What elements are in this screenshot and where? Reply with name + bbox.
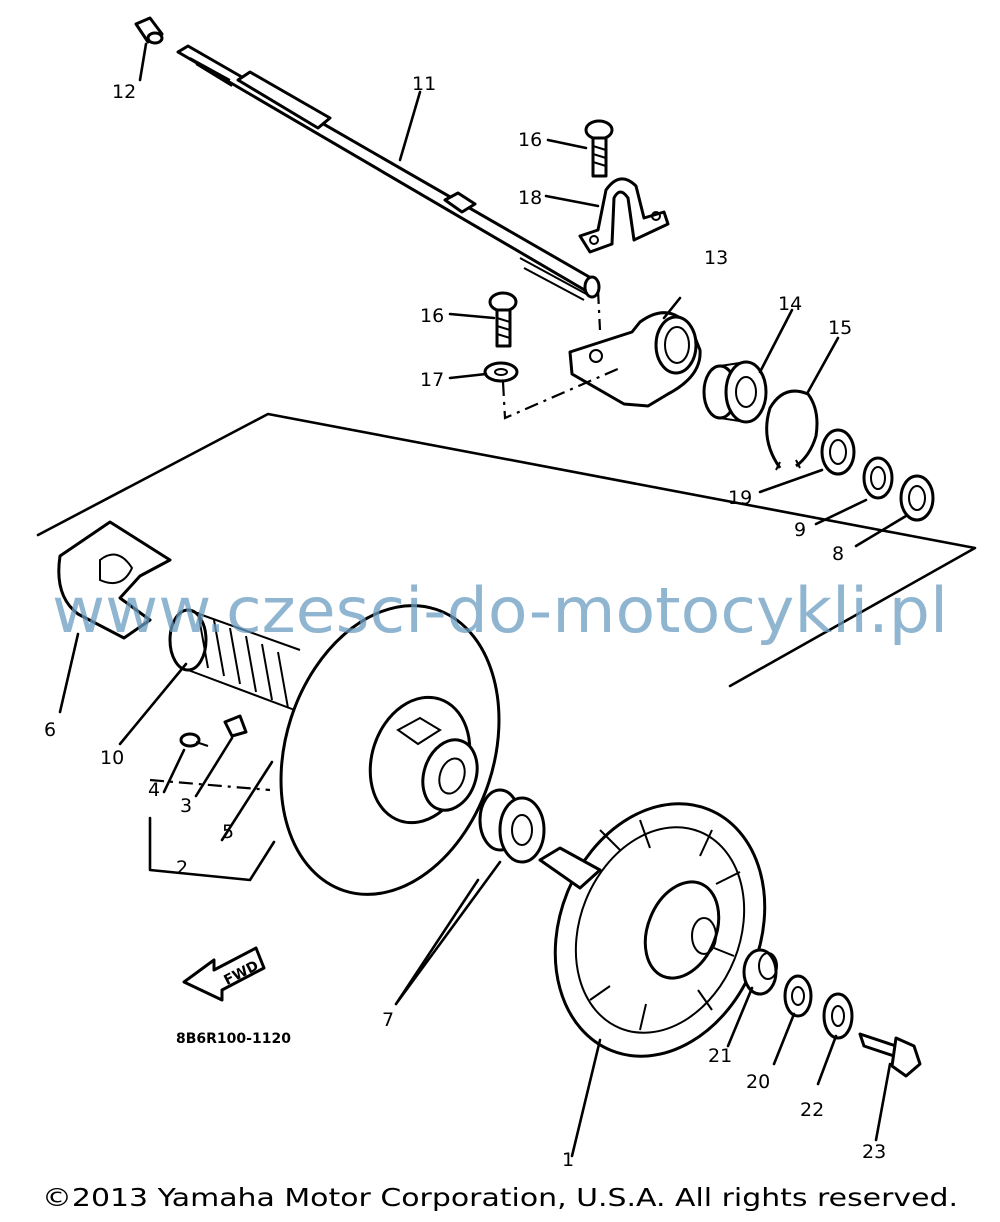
- callout-23: 23: [862, 1141, 886, 1163]
- assembly-frame: [36, 412, 977, 688]
- callout-18: 18: [518, 187, 542, 209]
- callout-15: 15: [828, 317, 852, 339]
- diagram-code: 8B6R100-1120: [176, 1031, 291, 1047]
- callout-5: 5: [222, 821, 234, 843]
- callout-14: 14: [778, 293, 802, 315]
- callout-2: 2: [176, 857, 188, 879]
- copyright-text: ©2013 Yamaha Motor Corporation, U.S.A. A…: [42, 1183, 958, 1212]
- bushing-part: [478, 788, 546, 864]
- weight-part: [179, 714, 248, 748]
- bolt-lower-part: [488, 291, 518, 348]
- bolt-upper-part: [584, 119, 614, 178]
- callout-7: 7: [382, 1009, 394, 1031]
- forward-arrow-icon: FWD: [182, 946, 266, 1002]
- washer-22-part: [822, 992, 854, 1040]
- cam-part: [57, 520, 172, 640]
- callout-21: 21: [708, 1045, 732, 1067]
- bracket-part: [578, 177, 670, 254]
- washer-17-part: [483, 361, 519, 383]
- watermark-text: www.czesci-do-motocykli.pl: [52, 574, 948, 647]
- sliding-sheave-part: [538, 802, 767, 1058]
- callout-22: 22: [800, 1099, 824, 1121]
- callout-1: 1: [562, 1149, 574, 1171]
- cap-part: [134, 16, 164, 45]
- washer-19-part: [820, 428, 856, 476]
- callout-17: 17: [420, 369, 444, 391]
- shaft-part: [176, 44, 601, 301]
- spring-part: [168, 608, 301, 713]
- callout-6: 6: [44, 719, 56, 741]
- leader-lines: [58, 42, 908, 1158]
- bearing-part: [702, 360, 768, 424]
- callout-16-lower: 16: [420, 305, 444, 327]
- callout-19: 19: [728, 487, 752, 509]
- bearing-housing-part: [568, 311, 702, 408]
- washer-20-part: [783, 974, 813, 1018]
- callout-16-upper: 16: [518, 129, 542, 151]
- sheave-part: [279, 604, 501, 896]
- washer-8-part: [899, 474, 935, 522]
- callout-20: 20: [746, 1071, 770, 1093]
- spacer-part: [742, 948, 778, 996]
- callout-9: 9: [794, 519, 806, 541]
- callout-8: 8: [832, 543, 844, 565]
- callout-12: 12: [112, 81, 136, 103]
- callout-11: 11: [412, 73, 436, 95]
- callout-4: 4: [148, 779, 160, 801]
- callout-13: 13: [704, 247, 728, 269]
- bolt-23-part: [858, 1032, 922, 1078]
- callout-3: 3: [180, 795, 192, 817]
- circlip-part: [765, 389, 819, 471]
- callout-10: 10: [100, 747, 124, 769]
- washer-9-part: [862, 456, 894, 500]
